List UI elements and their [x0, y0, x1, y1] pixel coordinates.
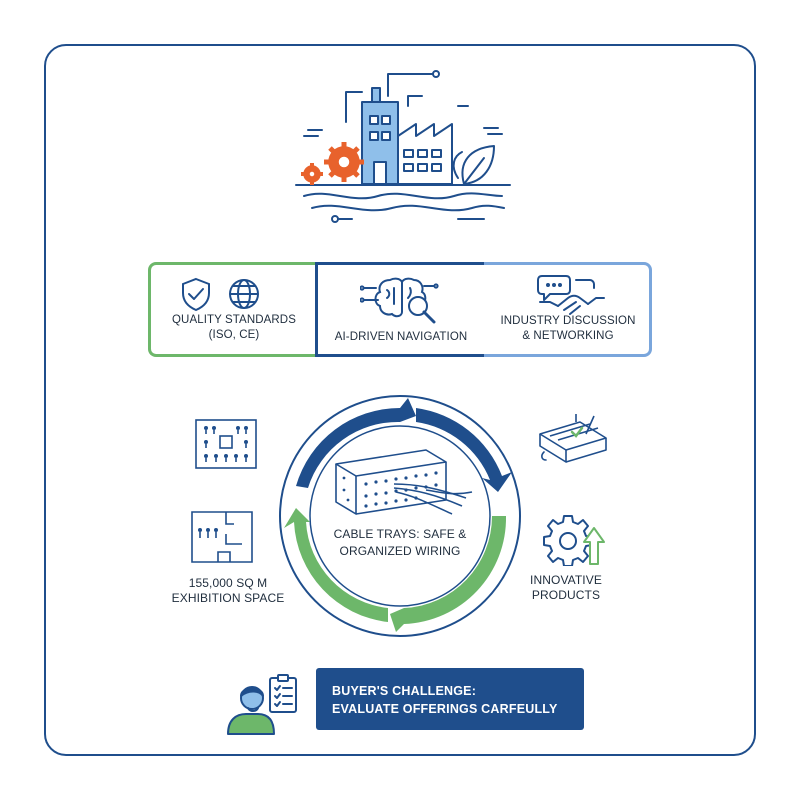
features-banner: QUALITY STANDARDS (ISO, CE) AI-DRIVEN NA…	[148, 262, 652, 357]
innovative-products-label: INNOVATIVE PRODUCTS	[506, 573, 626, 603]
ai-navigation-label: AI-DRIVEN NAVIGATION	[334, 331, 468, 343]
industry-label-line1: INDUSTRY DISCUSSION	[500, 315, 636, 327]
exhibition-space-label: 155,000 SQ M EXHIBITION SPACE	[166, 576, 290, 606]
brain-search-icon	[360, 277, 439, 324]
cycle-arrow-blue-right	[416, 408, 512, 492]
industry-label-line2: & NETWORKING	[522, 330, 614, 342]
industry-discussion-label: INDUSTRY DISCUSSION & NETWORKING	[488, 314, 648, 344]
floor-plan-icon	[195, 419, 257, 469]
exhibition-layout-icon	[191, 511, 253, 563]
cable-tray-icon	[335, 449, 473, 515]
handshake-chat-icon	[537, 275, 605, 315]
cycle-center-label: CABLE TRAYS: SAFE & ORGANIZED WIRING	[316, 526, 484, 560]
space-line1: 155,000 SQ M	[188, 576, 268, 590]
cycle-arrow-green	[390, 516, 507, 632]
space-line2: EXHIBITION SPACE	[171, 591, 285, 605]
globe-icon	[229, 279, 259, 309]
buyer-thinking-icon	[227, 674, 297, 735]
cycle-center-line1: CABLE TRAYS: SAFE &	[333, 527, 467, 541]
cable-tray-3d-icon	[539, 414, 607, 463]
challenge-title: BUYER'S CHALLENGE:	[332, 684, 477, 698]
quality-standards-panel	[148, 262, 318, 357]
cycle-ring	[279, 395, 521, 637]
shield-icon	[182, 277, 210, 312]
quality-label-line2: (ISO, CE)	[208, 329, 260, 341]
cycle-arrow-blue	[296, 398, 416, 488]
factory-icon	[295, 70, 511, 223]
industry-discussion-panel	[484, 262, 652, 357]
cycle-center-line2: ORGANIZED WIRING	[339, 544, 461, 558]
buyer-challenge-box: BUYER'S CHALLENGE: EVALUATE OFFERINGS CA…	[316, 668, 584, 730]
cycle-arrow-green-left	[284, 508, 388, 622]
innovative-line1: INNOVATIVE	[530, 573, 602, 587]
innovative-line2: PRODUCTS	[531, 588, 601, 602]
quality-standards-label: QUALITY STANDARDS (ISO, CE)	[162, 313, 306, 343]
gear-arrow-icon	[543, 515, 605, 566]
challenge-text: EVALUATE OFFERINGS CARFEULLY	[332, 702, 558, 716]
quality-label-line1: QUALITY STANDARDS	[172, 314, 296, 326]
